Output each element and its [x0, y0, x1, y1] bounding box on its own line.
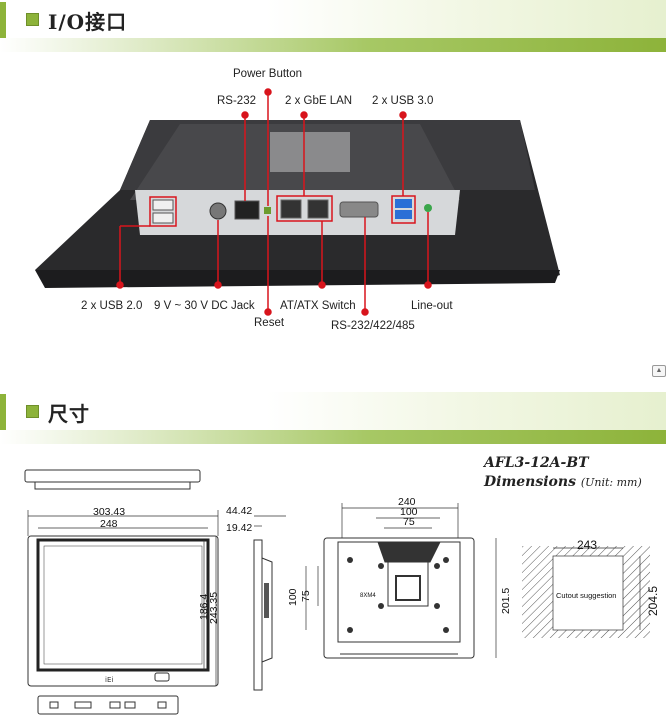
bottom-view-outline	[37, 695, 179, 715]
usb2-label: 2 x USB 2.0	[81, 300, 143, 312]
atatx-switch-label: AT/ATX Switch	[280, 300, 356, 312]
header-band	[0, 392, 666, 430]
label-plate	[270, 132, 350, 172]
rear-vesa-100: 100	[400, 506, 418, 518]
svg-text:iEi: iEi	[105, 676, 113, 684]
dc-jack-label: 9 V ~ 30 V DC Jack	[154, 300, 255, 312]
dimension-drawings: iEi	[24, 469, 650, 715]
rs232-422-485-label: RS-232/422/485	[331, 320, 415, 332]
rear-vesa-h100: 100	[287, 588, 299, 606]
side-view-outline	[253, 515, 286, 691]
cutout-suggestion-label: Cutout suggestion	[556, 591, 617, 600]
scroll-to-top-button[interactable]: ▲	[652, 365, 666, 377]
cutout-width: 243	[577, 538, 598, 552]
header-accent-bar	[0, 2, 6, 38]
side-depth-outer: 44.42	[226, 505, 253, 517]
dimensions-caption: Dimensions (Unit: mm)	[484, 474, 642, 490]
usb2-port-1	[152, 199, 174, 211]
model-name: AFL3-12A-BT	[484, 455, 589, 471]
power-led	[264, 207, 271, 214]
rear-width: 240	[398, 496, 416, 508]
dims-section-title: 尺寸	[48, 402, 90, 426]
header-underline	[0, 430, 666, 444]
usb3-label: 2 x USB 3.0	[372, 95, 434, 107]
dimensions-word: Dimensions	[484, 474, 576, 490]
io-section-header: I/O接口	[0, 0, 666, 52]
lineout-label: Line-out	[411, 300, 453, 312]
cutout-suggestion	[522, 546, 650, 638]
rear-dim-lines	[305, 503, 497, 658]
green-square-icon	[26, 405, 39, 418]
side-depth-inner: 19.42	[226, 522, 253, 534]
header-band	[0, 0, 666, 38]
dims-section-header: 尺寸	[0, 392, 666, 444]
front-dim-lines	[27, 510, 219, 686]
header-accent-bar	[0, 394, 6, 430]
cutout-height: 204.5	[646, 585, 660, 616]
rs232-label: RS-232	[217, 95, 256, 107]
dc-jack-port	[209, 202, 227, 220]
header-underline	[0, 38, 666, 52]
unit-text: (Unit: mm)	[580, 476, 642, 489]
usb3-port-1	[395, 199, 412, 208]
io-rear-panel-illustration	[35, 88, 560, 316]
com-port	[339, 201, 379, 218]
gbe-lan-label: 2 x GbE LAN	[285, 95, 353, 107]
front-width-outer: 303.43	[93, 506, 126, 518]
rear-height: 201.5	[500, 587, 512, 614]
top-view-outline	[24, 469, 201, 490]
front-view-outline: iEi	[27, 535, 219, 687]
rs232-port	[234, 200, 260, 220]
usb2-port-2	[152, 212, 174, 224]
power-button-label: Power Button	[233, 68, 303, 80]
rear-vesa-75: 75	[403, 516, 415, 528]
lan-port-2	[307, 199, 329, 219]
rear-vesa-h75: 75	[300, 590, 312, 602]
green-square-icon	[26, 13, 39, 26]
rear-view-outline	[323, 537, 475, 659]
lineout-port	[424, 204, 432, 212]
front-height-outer: 243.35	[208, 591, 220, 624]
lan-port-1	[280, 199, 302, 219]
io-section-title: I/O接口	[48, 10, 128, 34]
usb3-port-2	[395, 210, 412, 219]
screw-spec: 8XM4	[360, 593, 376, 599]
usb2-highlight	[149, 196, 177, 227]
front-width-inner: 248	[100, 518, 118, 530]
reset-label: Reset	[254, 317, 285, 329]
callout-lines	[116, 88, 432, 316]
front-lip	[35, 270, 560, 288]
